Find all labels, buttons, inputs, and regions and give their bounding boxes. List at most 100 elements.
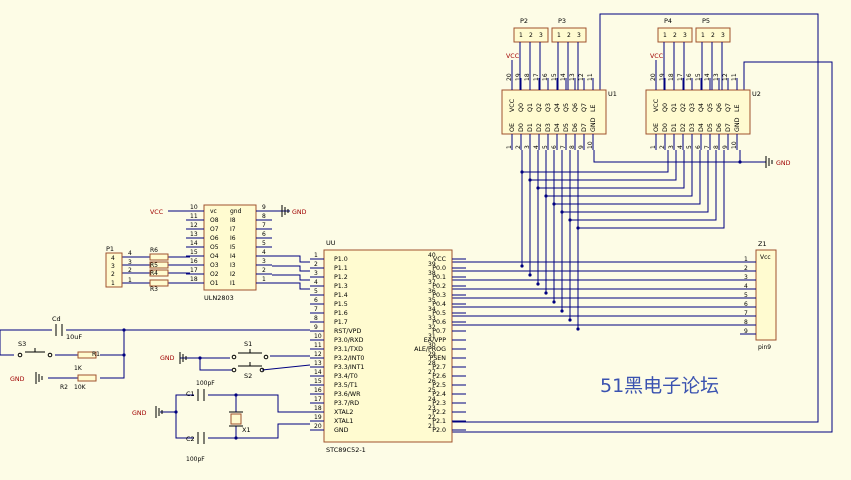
mcu-pin-name: XTAL2 <box>334 409 353 416</box>
c1-ref: C1 <box>186 390 195 398</box>
header-p1-ref: P1 <box>106 245 114 253</box>
gnd-label-reset: GND <box>10 376 25 383</box>
mcu-pin-number: 40 <box>428 252 436 259</box>
junction-dot <box>528 273 532 277</box>
latch-top-pin-name: Q0 <box>662 103 669 112</box>
mcu-pin-name: P1.6 <box>334 310 348 317</box>
uln-ref: ULN2803 <box>204 294 234 302</box>
header-p4: P4 1 2 3 <box>657 17 693 43</box>
latch-top-pin-name: Q5 <box>563 103 570 112</box>
junction-dot <box>552 202 556 206</box>
mcu-pin-number: 11 <box>314 342 322 349</box>
z1-pin-number: 2 <box>744 265 748 272</box>
z1-pin-number: 7 <box>744 310 748 317</box>
mcu-pin-name: EA/VPP <box>424 337 447 344</box>
gnd-symbol-reset: GND <box>10 372 43 384</box>
latch-top-pin-name: VCC <box>653 98 660 112</box>
junction-dot <box>536 186 540 190</box>
mcu-pin-number: 10 <box>314 333 322 340</box>
mcu-pin-number: 39 <box>428 261 436 268</box>
mcu-pin-name: P3.7/RD <box>334 400 359 407</box>
p1-net-2: 2 <box>128 267 132 274</box>
header-p4-ref: P4 <box>664 17 672 25</box>
junction-dot <box>568 218 572 222</box>
latch-top-pin-name: Q1 <box>671 103 678 112</box>
c2-value: 100pF <box>186 456 205 463</box>
mcu-pin-name: P0.4 <box>432 301 446 308</box>
uln-pin-name: vc <box>210 208 217 215</box>
latch-top-pin-number: 17 <box>677 73 684 81</box>
latch-bottom-pin-name: D0 <box>518 123 525 132</box>
mcu-pin-number: 37 <box>428 279 436 286</box>
uln-pin-number: 4 <box>262 249 266 256</box>
latch-u1-ref: U1 <box>608 90 617 98</box>
reset-capacitor: Cd 10uF <box>52 315 82 341</box>
gnd-label-latch: GND <box>776 160 791 167</box>
latch-top-pin-number: 12 <box>578 73 585 81</box>
resistor-r4-ref: R4 <box>150 270 158 277</box>
z1-ref: Z1 <box>758 240 767 248</box>
latch-bottom-pin-name: OE <box>653 123 660 132</box>
latch-bottom-pin-number: 8 <box>713 145 720 149</box>
uln-pin-name: I7 <box>230 226 236 233</box>
mcu-pin-name: P0.0 <box>432 265 446 272</box>
mcu-pin-number: 35 <box>428 297 436 304</box>
latch-top-pin-name: Q5 <box>707 103 714 112</box>
latch-bottom-pin-name: D0 <box>662 123 669 132</box>
s3-ref: S3 <box>18 340 26 348</box>
mcu-pin-name: P3.2/INT0 <box>334 355 364 362</box>
latch-top-pin-number: 11 <box>731 73 738 81</box>
latch-bottom-pin-name: GND <box>590 117 597 132</box>
junction-dot <box>560 309 564 313</box>
resistor-r2: R2 10K <box>60 374 97 391</box>
resistor-r5-ref: R5 <box>150 262 158 269</box>
junction-dot <box>738 160 742 164</box>
latch-top-pin-name: Q2 <box>536 103 543 112</box>
uln-pin-number: 3 <box>262 258 266 265</box>
mcu-pin-name: P2.0 <box>432 427 446 434</box>
header-p3-ref: P3 <box>558 17 566 25</box>
mcu-pin-number: 31 <box>428 333 436 340</box>
latch-bottom-pin-name: D1 <box>527 123 534 132</box>
z1-pin-number: 4 <box>744 283 748 290</box>
uln2803-chip: ULN2803 10vc11O812O713O614O515O416O317O2… <box>186 204 272 302</box>
uln-pin-number: 1 <box>262 276 266 283</box>
uln-pin-name: O5 <box>210 244 219 251</box>
mcu-pin-name: P2.2 <box>432 409 446 416</box>
latch-top-pin-number: 16 <box>686 73 693 81</box>
latch-bottom-pin-number: 3 <box>668 145 675 149</box>
header-p5-ref: P5 <box>702 17 710 25</box>
mcu-pin-name: P2.3 <box>432 400 446 407</box>
uln-pin-name: I5 <box>230 244 236 251</box>
crystal-x1: X1 <box>229 411 251 434</box>
mcu-pin-name: XTAL1 <box>334 418 353 425</box>
latch-top-pin-number: 17 <box>533 73 540 81</box>
latch-bottom-pin-number: 8 <box>569 145 576 149</box>
uln-pin-name: O1 <box>210 280 219 287</box>
latch-u1: U1 20VCCOE119Q0D0218Q1D1317Q2D2416Q3D351… <box>501 73 617 150</box>
uln-pin-number: 17 <box>190 267 198 274</box>
uln-pin-name: I8 <box>230 217 236 224</box>
mcu-pin-number: 33 <box>428 315 436 322</box>
mcu-pin-number: 26 <box>428 378 436 385</box>
uln-pin-number: 5 <box>262 240 266 247</box>
mcu-pin-name: P2.7 <box>432 364 446 371</box>
uln-pin-name: I3 <box>230 262 236 269</box>
mcu-pin-number: 24 <box>428 396 436 403</box>
latch-top-pin-name: Q6 <box>716 103 723 112</box>
mcu-pin-number: 19 <box>314 414 322 421</box>
header-p4-pin1: 1 <box>663 32 667 39</box>
r1-ref: R1 <box>92 351 100 358</box>
junction-dot <box>544 291 548 295</box>
gnd-symbol-uln: GND <box>281 205 307 217</box>
mcu-pin-number: 16 <box>314 387 322 394</box>
latch-top-pin-number: 14 <box>560 73 567 81</box>
mcu-pin-number: 29 <box>428 351 436 358</box>
latch-top-pin-name: LE <box>734 104 741 112</box>
junction-dot <box>576 226 580 230</box>
capacitor-c1: C1 100pF <box>186 380 215 401</box>
mcu-pin-number: 20 <box>314 423 322 430</box>
mcu-pin-number: 12 <box>314 351 322 358</box>
